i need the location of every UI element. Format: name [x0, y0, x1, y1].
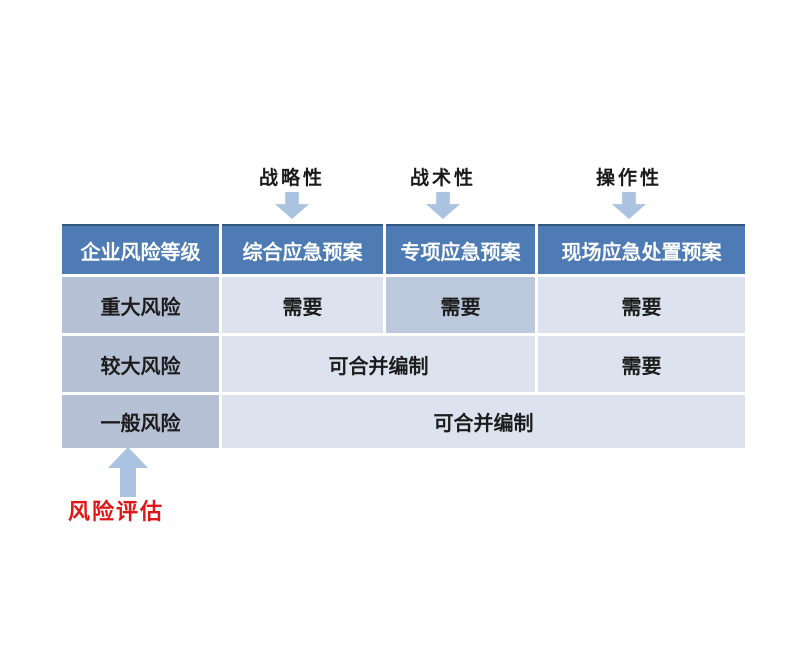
up-arrow-icon	[108, 447, 148, 497]
header-comprehensive-plan: 综合应急预案	[222, 224, 383, 274]
plan-cell: 需要	[538, 277, 745, 333]
emergency-plan-table: 企业风险等级 综合应急预案 专项应急预案 现场应急处置预案 重大风险 需要 需要…	[62, 224, 745, 448]
risk-level-cell: 较大风险	[62, 336, 219, 392]
risk-assessment-label: 风险评估	[68, 499, 165, 524]
header-special-plan: 专项应急预案	[386, 224, 535, 274]
label-strategic: 战略性	[258, 168, 325, 189]
down-arrow-icon	[612, 192, 646, 219]
risk-level-cell: 一般风险	[62, 395, 219, 448]
down-arrow-icon	[426, 192, 460, 219]
label-tactical: 战术性	[409, 168, 476, 189]
plan-cell-merged: 可合并编制	[222, 336, 535, 392]
header-risk-level: 企业风险等级	[62, 224, 219, 274]
plan-cell: 需要	[222, 277, 383, 333]
label-operational: 操作性	[595, 168, 662, 189]
header-onsite-plan: 现场应急处置预案	[538, 224, 745, 274]
plan-cell: 需要	[538, 336, 745, 392]
plan-cell-merged: 可合并编制	[222, 395, 745, 448]
down-arrow-icon	[275, 192, 309, 219]
risk-level-cell: 重大风险	[62, 277, 219, 333]
plan-cell: 需要	[386, 277, 535, 333]
